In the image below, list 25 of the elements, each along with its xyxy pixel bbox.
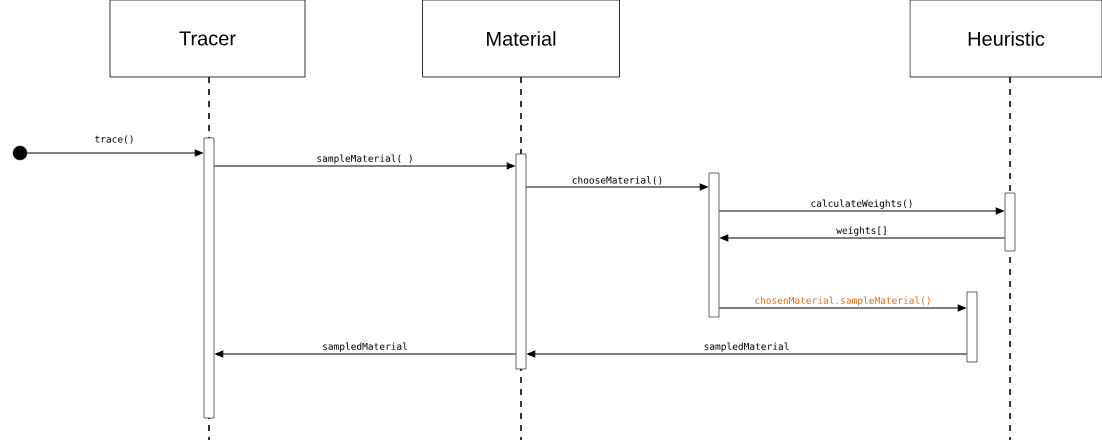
message-label: chosenMaterial.sampleMaterial()	[753, 295, 933, 307]
arrow	[26, 149, 203, 157]
arrow	[527, 350, 968, 358]
message-label: weights[]	[835, 225, 889, 237]
message-label: sampledMaterial	[321, 341, 409, 353]
arrow	[213, 162, 515, 170]
start-dot	[12, 145, 28, 161]
arrow	[525, 183, 708, 191]
arrow	[720, 234, 1006, 242]
activation-bar	[708, 172, 720, 318]
message-label: sampleMaterial( )	[315, 153, 415, 165]
message-label: sampledMaterial	[702, 341, 791, 353]
arrow	[215, 350, 517, 358]
activation-bar	[1004, 192, 1016, 252]
message-label: trace()	[93, 134, 136, 145]
arrow	[718, 207, 1004, 215]
activation-bar	[515, 153, 527, 370]
lifeline-box: Heuristic	[909, 0, 1102, 78]
lifeline-box: Tracer	[109, 0, 306, 78]
message-label: calculateWeights()	[809, 198, 915, 210]
lifeline-box: Material	[422, 0, 620, 78]
activation-bar	[966, 291, 978, 363]
message-label: chooseMaterial()	[570, 175, 665, 186]
activation-bar	[203, 137, 215, 419]
arrow	[718, 304, 966, 312]
